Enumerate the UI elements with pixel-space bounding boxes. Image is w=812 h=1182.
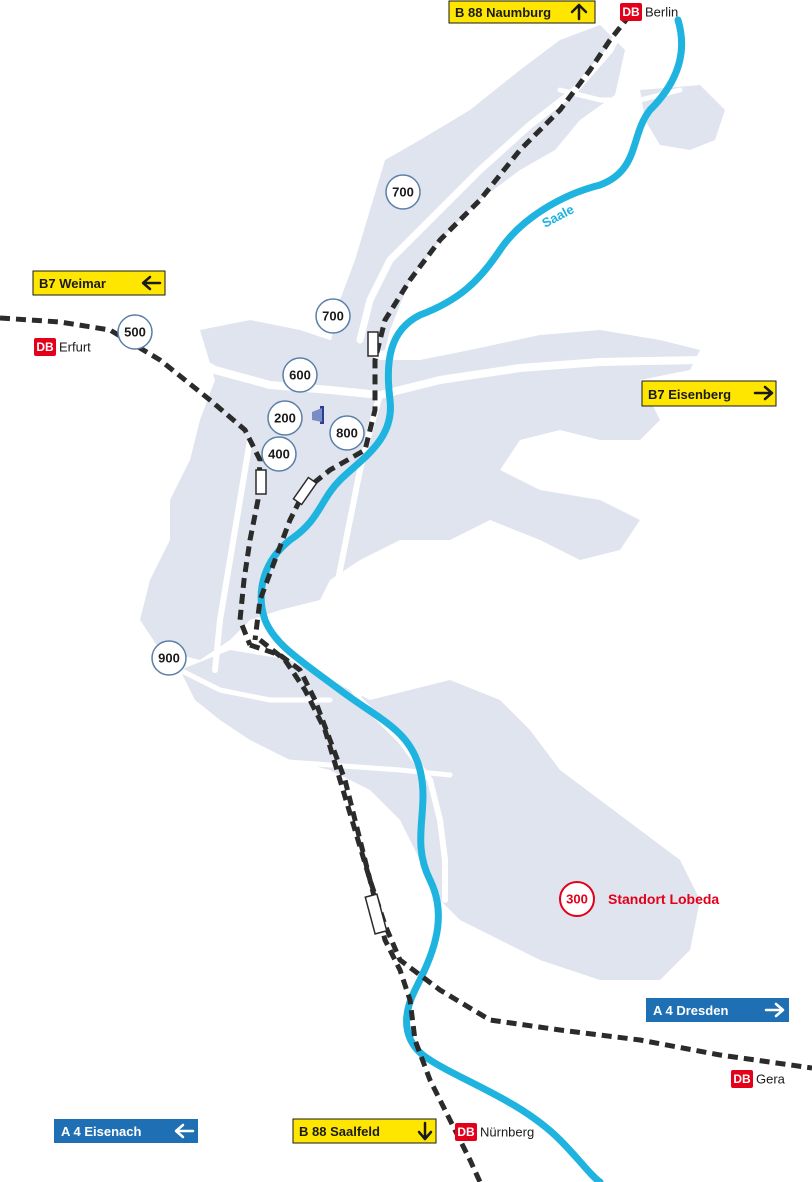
sign-label: A 4 Eisenach bbox=[61, 1124, 142, 1139]
sign-a4-dresden[interactable]: A 4 Dresden bbox=[646, 998, 789, 1022]
zone-number: 700 bbox=[322, 309, 344, 324]
db-logo-icon: DB bbox=[620, 3, 642, 21]
zone-number: 700 bbox=[392, 185, 414, 200]
arrow-left-icon bbox=[141, 275, 162, 291]
station-marker bbox=[364, 893, 388, 935]
rail-destination-berlin[interactable]: DB Berlin bbox=[620, 3, 678, 21]
saale-river bbox=[257, 16, 686, 1182]
zone-number: 500 bbox=[124, 325, 146, 340]
svg-text:DB: DB bbox=[733, 1072, 751, 1086]
rail-destination-nuernberg[interactable]: DB Nürnberg bbox=[455, 1123, 534, 1141]
svg-text:DB: DB bbox=[457, 1125, 475, 1139]
db-logo-icon: DB bbox=[731, 1070, 753, 1088]
zone-number: 400 bbox=[268, 447, 290, 462]
road-network bbox=[0, 6, 812, 1182]
station-marker bbox=[292, 476, 318, 506]
arrow-right-icon bbox=[753, 385, 774, 401]
zone-number: 800 bbox=[336, 426, 358, 441]
sign-a4-eisenach[interactable]: A 4 Eisenach bbox=[54, 1119, 198, 1143]
sign-b88-saalfeld[interactable]: B 88 Saalfeld bbox=[292, 1118, 437, 1144]
rail-city-label: Berlin bbox=[645, 5, 678, 20]
zone-200[interactable]: 200 bbox=[267, 400, 303, 436]
arrow-right-icon bbox=[764, 1002, 785, 1018]
sign-b7-weimar[interactable]: B7 Weimar bbox=[32, 270, 166, 296]
zone-900[interactable]: 900 bbox=[151, 640, 187, 676]
sign-b7-eisenberg[interactable]: B7 Eisenberg bbox=[641, 380, 777, 407]
lobeda-zone-number: 300 bbox=[566, 892, 588, 907]
zone-number: 900 bbox=[158, 651, 180, 666]
db-logo-icon: DB bbox=[34, 338, 56, 356]
station-marker bbox=[255, 469, 267, 495]
rail-city-label: Nürnberg bbox=[480, 1125, 534, 1140]
sign-label: B7 Weimar bbox=[39, 276, 106, 291]
zone-700-center[interactable]: 700 bbox=[315, 298, 351, 334]
sign-label: A 4 Dresden bbox=[653, 1003, 728, 1018]
rail-lines bbox=[0, 13, 812, 1182]
rail-city-label: Erfurt bbox=[59, 340, 91, 355]
arrow-up-icon bbox=[570, 3, 588, 21]
zone-600[interactable]: 600 bbox=[282, 357, 318, 393]
rail-destination-gera[interactable]: DB Gera bbox=[731, 1070, 786, 1088]
arrow-left-icon bbox=[174, 1123, 195, 1139]
zone-400[interactable]: 400 bbox=[261, 436, 297, 472]
station-marker bbox=[367, 331, 379, 357]
svg-text:DB: DB bbox=[622, 5, 640, 19]
zone-number: 600 bbox=[289, 368, 311, 383]
station-markers bbox=[255, 331, 388, 935]
zone-700-north[interactable]: 700 bbox=[385, 174, 421, 210]
sign-label: B 88 Saalfeld bbox=[299, 1124, 380, 1139]
zone-number: 200 bbox=[274, 411, 296, 426]
lobeda-label: Standort Lobeda bbox=[608, 891, 719, 907]
zone-800[interactable]: 800 bbox=[329, 415, 365, 451]
location-flag-icon bbox=[312, 406, 324, 424]
lobeda-location[interactable]: 300 Standort Lobeda bbox=[559, 881, 719, 917]
arrow-down-icon bbox=[417, 1121, 433, 1141]
rail-destination-erfurt[interactable]: DB Erfurt bbox=[34, 338, 91, 356]
urban-area bbox=[140, 25, 725, 980]
zone-500[interactable]: 500 bbox=[117, 314, 153, 350]
svg-text:DB: DB bbox=[36, 340, 54, 354]
db-logo-icon: DB bbox=[455, 1123, 477, 1141]
sign-label: B7 Eisenberg bbox=[648, 387, 731, 402]
sign-label: B 88 Naumburg bbox=[455, 5, 551, 20]
rail-city-label: Gera bbox=[756, 1072, 786, 1087]
sign-b88-naumburg[interactable]: B 88 Naumburg bbox=[448, 0, 596, 24]
